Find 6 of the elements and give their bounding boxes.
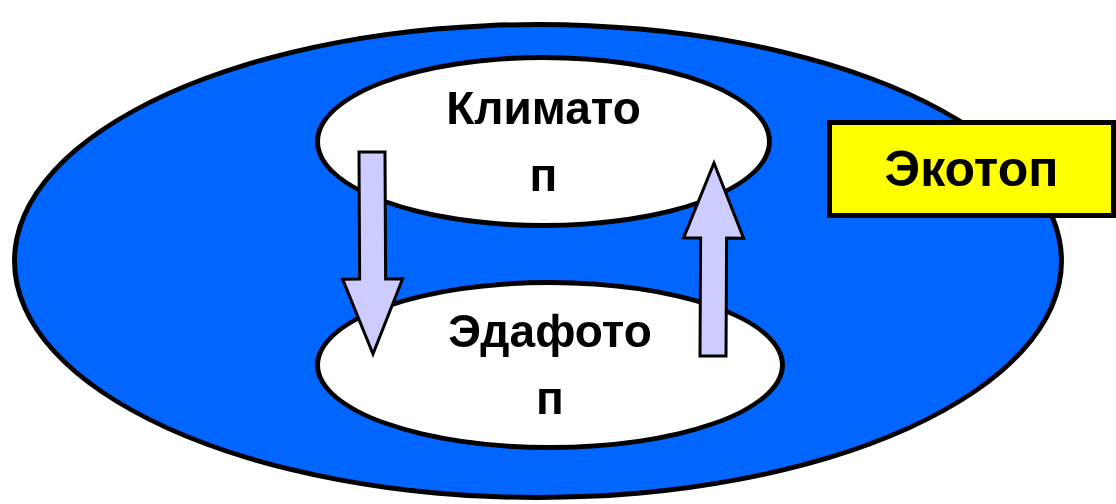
block-arrow [340, 150, 405, 359]
node-label: Климато п [445, 80, 642, 203]
label-box [827, 120, 1116, 218]
block-arrow [681, 158, 746, 358]
node-label: Экотоп [883, 139, 1060, 199]
node-label: Эдафото п [447, 304, 653, 426]
